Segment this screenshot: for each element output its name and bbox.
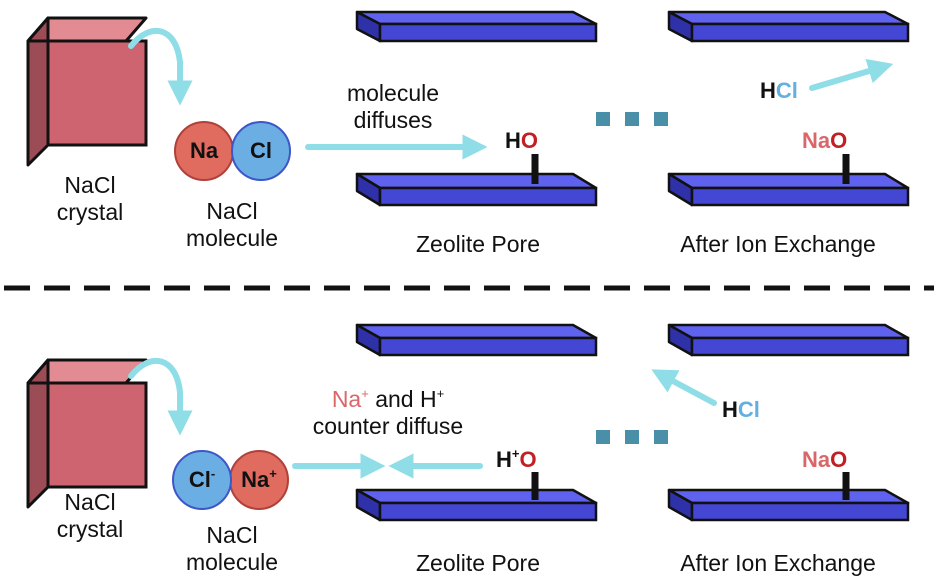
bottom-exchange-label: After Ion Exchange — [680, 550, 876, 576]
top-exchange-lower-slab — [667, 172, 910, 207]
top-hcl-release-arrow — [809, 58, 894, 91]
top-ellipsis-dot-2 — [625, 112, 639, 126]
bottom-released-hcl: HCl — [722, 398, 760, 422]
top-crystal-cube — [26, 16, 148, 167]
bottom-crystal-label-line1: NaCl — [64, 489, 116, 515]
bottom-exchange-na: Na — [802, 447, 831, 472]
bottom-exchange-lower-slab — [667, 488, 910, 522]
bottom-crystal-label: NaCl crystal — [57, 489, 123, 543]
top-crystal-label-line2: crystal — [56, 199, 124, 225]
top-crystal-label-line1: NaCl — [64, 172, 116, 198]
top-exchange-o: O — [830, 128, 848, 153]
top-pore-label: Zeolite Pore — [415, 231, 541, 257]
bottom-ellipsis-dot-2 — [625, 430, 639, 444]
bottom-hcl-release-arrow — [651, 369, 717, 406]
bottom-cl-atom: Cl- — [172, 450, 232, 510]
bottom-released-h: H — [722, 397, 738, 422]
bottom-na-atom-symbol: Na+ — [241, 466, 277, 492]
top-exchange-na: Na — [802, 128, 831, 153]
bottom-ellipsis-dot-3 — [654, 430, 668, 444]
bottom-molecule-label-line1: NaCl — [206, 522, 258, 548]
bottom-exchange-o: O — [830, 447, 848, 472]
top-released-h: H — [760, 78, 776, 103]
top-pore-h: H — [505, 128, 521, 153]
bottom-counter-label-line2: counter diffuse — [312, 413, 464, 439]
bottom-pore-o: O — [519, 447, 537, 472]
top-cl-atom: Cl — [231, 121, 291, 181]
bottom-pore-lower-slab — [355, 488, 598, 522]
top-curved-arrow — [128, 27, 193, 106]
bottom-molecule-label: NaCl molecule — [186, 522, 278, 576]
bottom-counter-label-line1: Na+ and H+ — [331, 386, 445, 412]
top-diffuse-label-line2: diffuses — [353, 107, 433, 133]
bottom-pore-h: H — [496, 447, 512, 472]
bottom-ellipsis — [596, 430, 668, 444]
top-ellipsis-dot-1 — [596, 112, 610, 126]
top-diffuse-label: molecule diffuses — [347, 80, 439, 134]
top-molecule-label-line1: NaCl — [206, 198, 258, 224]
bottom-pore-h-charge: + — [511, 446, 520, 461]
bottom-pore-label: Zeolite Pore — [415, 550, 541, 576]
top-na-atom-symbol: Na — [189, 138, 219, 163]
bottom-exchange-ona: NaO — [802, 448, 847, 472]
top-pore-upper-slab — [355, 10, 598, 43]
top-pore-o: O — [520, 128, 539, 153]
bottom-molecule-label-line2: molecule — [185, 549, 279, 575]
top-exchange-upper-slab — [667, 10, 910, 43]
top-crystal-label: NaCl crystal — [57, 172, 123, 226]
top-pore-hydroxyl: HO — [505, 129, 538, 153]
top-released-hcl: HCl — [760, 79, 798, 103]
top-exchange-label: After Ion Exchange — [680, 231, 876, 257]
bottom-crystal-cube — [26, 358, 148, 509]
bottom-pore-upper-slab — [355, 323, 598, 357]
bottom-na-atom: Na+ — [229, 450, 289, 510]
top-released-cl: Cl — [775, 78, 798, 103]
bottom-curved-arrow — [128, 357, 193, 436]
bottom-exchange-upper-slab — [667, 323, 910, 357]
top-molecule-label-line2: molecule — [185, 225, 279, 251]
bottom-counter-label: Na+ and H+ counter diffuse — [313, 386, 463, 440]
bottom-ellipsis-dot-1 — [596, 430, 610, 444]
top-ellipsis-dot-3 — [654, 112, 668, 126]
bottom-released-cl: Cl — [737, 397, 760, 422]
bottom-cl-atom-symbol: Cl- — [188, 466, 216, 492]
top-ellipsis — [596, 112, 668, 126]
top-molecule-label: NaCl molecule — [186, 198, 278, 252]
top-diffuse-label-line1: molecule — [346, 80, 440, 106]
bottom-crystal-label-line2: crystal — [56, 516, 124, 542]
top-pore-lower-slab — [355, 172, 598, 207]
top-cl-atom-symbol: Cl — [250, 138, 272, 163]
top-exchange-ona: NaO — [802, 129, 847, 153]
top-na-atom: Na — [174, 121, 234, 181]
bottom-pore-hydroxyl: H+O — [496, 446, 537, 472]
